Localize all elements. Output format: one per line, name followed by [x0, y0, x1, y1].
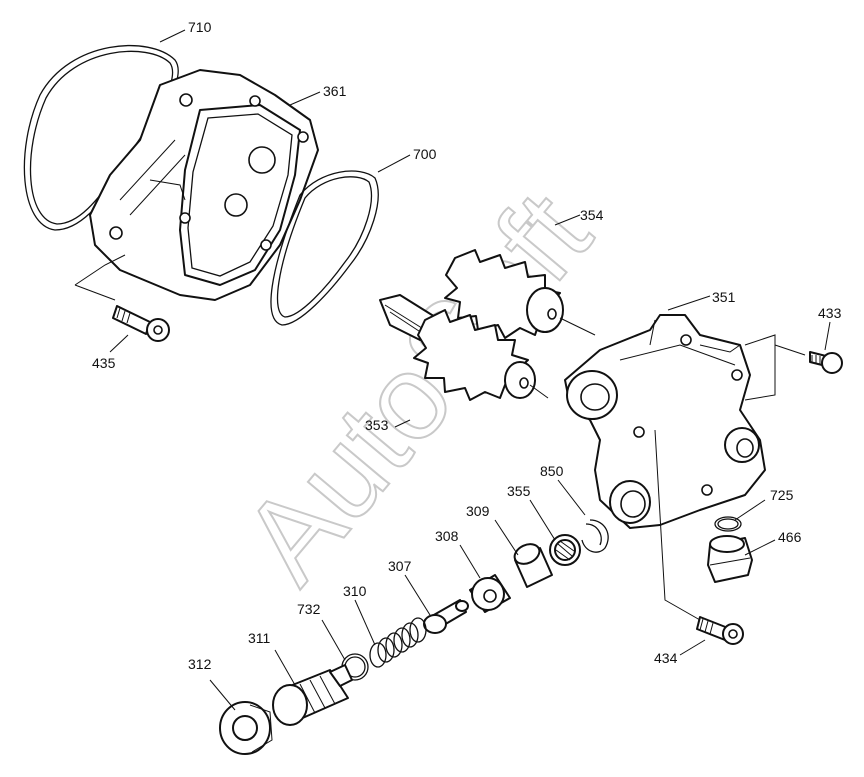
- part-850-snap-ring: [581, 519, 609, 553]
- callout-307: 307: [388, 558, 412, 574]
- part-351-body: [564, 314, 766, 529]
- part-435-bolt: [112, 305, 170, 342]
- callout-435: 435: [92, 355, 116, 371]
- callout-311: 311: [248, 630, 271, 646]
- leader-lines: [74, 29, 831, 711]
- part-310-spring: [369, 617, 427, 668]
- part-353-drive-gear: [379, 294, 549, 401]
- callout-466: 466: [778, 529, 802, 545]
- callout-700: 700: [413, 146, 437, 162]
- callout-732: 732: [297, 601, 321, 617]
- callout-354: 354: [580, 207, 604, 223]
- callout-351: 351: [712, 289, 736, 305]
- part-355-filter: [549, 534, 581, 566]
- callout-433: 433: [818, 305, 842, 321]
- part-309-sleeve: [513, 543, 553, 588]
- part-311-plug: [272, 664, 353, 726]
- part-361-cover: [89, 69, 319, 301]
- part-434-bolt: [696, 616, 744, 645]
- callout-353: 353: [365, 417, 389, 433]
- part-466-plug: [707, 535, 753, 583]
- callout-355: 355: [507, 483, 531, 499]
- callout-850: 850: [540, 463, 564, 479]
- callout-361: 361: [323, 83, 347, 99]
- part-725-oring: [714, 516, 742, 532]
- part-308-holder: [469, 574, 511, 613]
- part-433-bolt: [809, 351, 843, 374]
- callout-309: 309: [466, 503, 490, 519]
- callout-710: 710: [188, 19, 212, 35]
- callout-labels: 710 361 700 354 351 433 435 353 850 355 …: [92, 19, 842, 672]
- part-354-driven-gear: [444, 249, 596, 339]
- part-307-spool: [423, 599, 469, 634]
- callout-434: 434: [654, 650, 678, 666]
- part-700-gasket: [270, 170, 379, 326]
- part-312-cap: [219, 701, 273, 755]
- callout-310: 310: [343, 583, 367, 599]
- callout-308: 308: [435, 528, 459, 544]
- callout-312: 312: [188, 656, 212, 672]
- callout-725: 725: [770, 487, 794, 503]
